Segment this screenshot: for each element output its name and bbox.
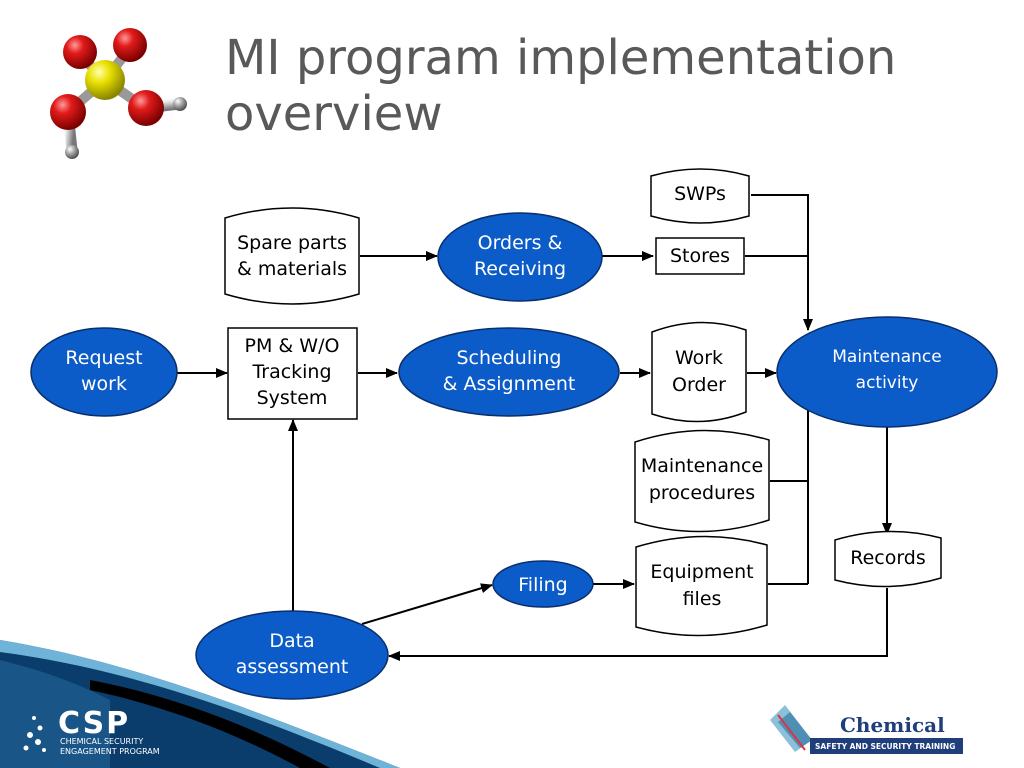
- bottom-band: [0, 640, 400, 768]
- doc-records-label: Records: [850, 547, 926, 569]
- ellipse-filing-label: Filing: [518, 574, 568, 596]
- doc-procs-label-1: Maintenance: [641, 455, 763, 477]
- connectors: [177, 194, 892, 661]
- slide-title: MI program implementation overview: [225, 30, 985, 142]
- ellipse-data-label-2: assessment: [236, 656, 349, 678]
- ellipse-filing: Filing: [492, 560, 594, 608]
- doc-procs-label-2: procedures: [649, 482, 755, 504]
- doc-spare-label-2: & materials: [237, 258, 347, 280]
- flask-icon: [770, 705, 812, 752]
- doc-swps: SWPs: [650, 168, 750, 224]
- chemical-logo-text: Chemical: [840, 713, 945, 737]
- arrow-swps-to-maintenance: [751, 194, 813, 331]
- ellipse-sched-label-1: Scheduling: [456, 347, 561, 369]
- ellipse-maint-label-1: Maintenance: [832, 347, 941, 367]
- chemical-safety-logo: Chemical SAFETY AND SECURITY TRAINING: [770, 704, 965, 756]
- chemical-logo-sub: SAFETY AND SECURITY TRAINING: [815, 742, 955, 751]
- slide-title-line1: MI program implementation: [225, 30, 897, 86]
- ellipse-orders-label-1: Orders &: [478, 232, 563, 254]
- csp-logo: CSP CHEMICAL SECURITY ENGAGEMENT PROGRAM: [23, 706, 160, 756]
- box-stores: Stores: [655, 237, 745, 275]
- doc-equipment-files: Equipment files: [635, 535, 768, 637]
- doc-equip-label-2: files: [683, 588, 722, 610]
- ellipse-request-label-2: work: [81, 373, 127, 395]
- doc-equip-label-1: Equipment: [650, 561, 753, 583]
- slide-title-line2: overview: [225, 86, 443, 142]
- csp-logo-text: CSP: [58, 706, 130, 741]
- doc-spare-label-1: Spare parts: [237, 232, 347, 254]
- doc-swps-label: SWPs: [674, 183, 726, 205]
- box-pm-label-2: Tracking: [251, 361, 331, 383]
- box-pm-tracking: PM & W/O Tracking System: [227, 327, 358, 420]
- csp-logo-sub1: CHEMICAL SECURITY: [60, 737, 143, 746]
- ellipse-orders-label-2: Receiving: [474, 258, 566, 280]
- doc-records: Records: [834, 530, 942, 588]
- box-pm-label-1: PM & W/O: [245, 335, 340, 357]
- ellipse-request-label-1: Request: [65, 347, 142, 369]
- ellipse-sched-label-2: & Assignment: [443, 373, 576, 395]
- doc-maintenance-procedures: Maintenance procedures: [634, 429, 770, 533]
- doc-spare-parts: Spare parts & materials: [224, 207, 360, 305]
- ellipse-maint-label-2: activity: [856, 373, 919, 393]
- csp-logo-sub2: ENGAGEMENT PROGRAM: [60, 747, 160, 756]
- ellipse-maintenance-activity: Maintenance activity: [776, 316, 998, 428]
- doc-work-order: Work Order: [651, 321, 747, 423]
- arrow-data-to-filing: [361, 583, 493, 625]
- doc-work-label-2: Order: [672, 374, 726, 396]
- ellipse-request-work: Request work: [30, 327, 178, 417]
- ellipse-orders-receiving: Orders & Receiving: [437, 212, 603, 302]
- doc-work-label-1: Work: [675, 347, 723, 369]
- ellipse-data-assessment: Data assessment: [195, 610, 389, 700]
- arrow-records-to-data: [388, 588, 888, 661]
- ellipse-data-label-1: Data: [269, 630, 314, 652]
- molecule-icon: [50, 28, 187, 159]
- box-pm-label-3: System: [257, 387, 328, 409]
- box-stores-label: Stores: [670, 245, 730, 267]
- ellipse-scheduling: Scheduling & Assignment: [398, 327, 620, 417]
- csp-dots-icon: [23, 716, 46, 752]
